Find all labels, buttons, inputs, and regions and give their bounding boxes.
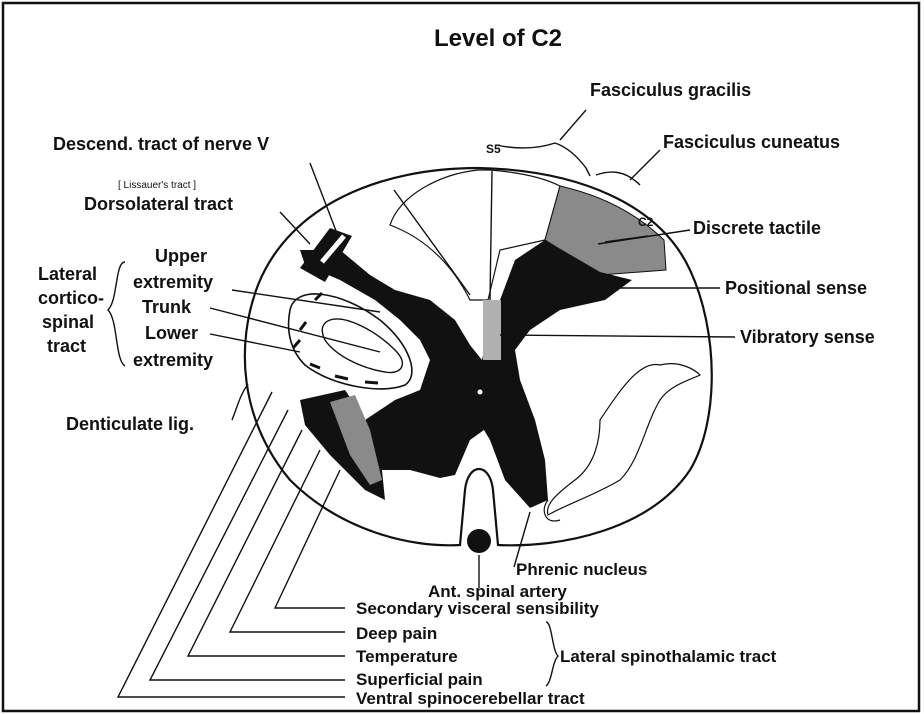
label-upper-2: extremity — [133, 272, 213, 292]
label-lower-2: extremity — [133, 350, 213, 370]
label-lateral-cs-3: spinal — [42, 312, 94, 332]
label-denticulate-lig: Denticulate lig. — [66, 414, 194, 434]
label-dorsolateral-tract: Dorsolateral tract — [84, 194, 233, 214]
label-deep-pain: Deep pain — [356, 624, 437, 643]
label-descend-tract: Descend. tract of nerve V — [53, 134, 269, 154]
label-s5: S5 — [486, 142, 501, 156]
label-lateral-cs-4: tract — [47, 336, 86, 356]
label-temperature: Temperature — [356, 647, 458, 666]
label-c2: C2 — [638, 215, 654, 229]
vibratory-region — [483, 300, 501, 360]
label-discrete-tactile: Discrete tactile — [693, 218, 821, 238]
label-upper-1: Upper — [155, 246, 207, 266]
label-lissauer: [ Lissauer's tract ] — [118, 180, 196, 191]
label-secondary-visceral: Secondary visceral sensibility — [356, 599, 599, 618]
label-lateral-cs-2: cortico- — [38, 288, 104, 308]
label-positional-sense: Positional sense — [725, 278, 867, 298]
label-fasciculus-gracilis: Fasciculus gracilis — [590, 80, 751, 100]
label-superficial-pain: Superficial pain — [356, 670, 483, 689]
label-lower-1: Lower — [145, 323, 198, 343]
label-fasciculus-cuneatus: Fasciculus cuneatus — [663, 132, 840, 152]
diagram-title: Level of C2 — [434, 25, 562, 52]
label-trunk: Trunk — [142, 297, 192, 317]
label-lateral-cs-1: Lateral — [38, 264, 97, 284]
label-phrenic-nucleus: Phrenic nucleus — [516, 560, 647, 579]
anterior-spinal-artery — [467, 529, 491, 553]
label-ventral-spinocerebellar: Ventral spinocerebellar tract — [356, 689, 585, 708]
label-vibratory-sense: Vibratory sense — [740, 327, 875, 347]
label-lateral-spinothalamic: Lateral spinothalamic tract — [560, 647, 777, 666]
central-canal — [478, 390, 483, 395]
